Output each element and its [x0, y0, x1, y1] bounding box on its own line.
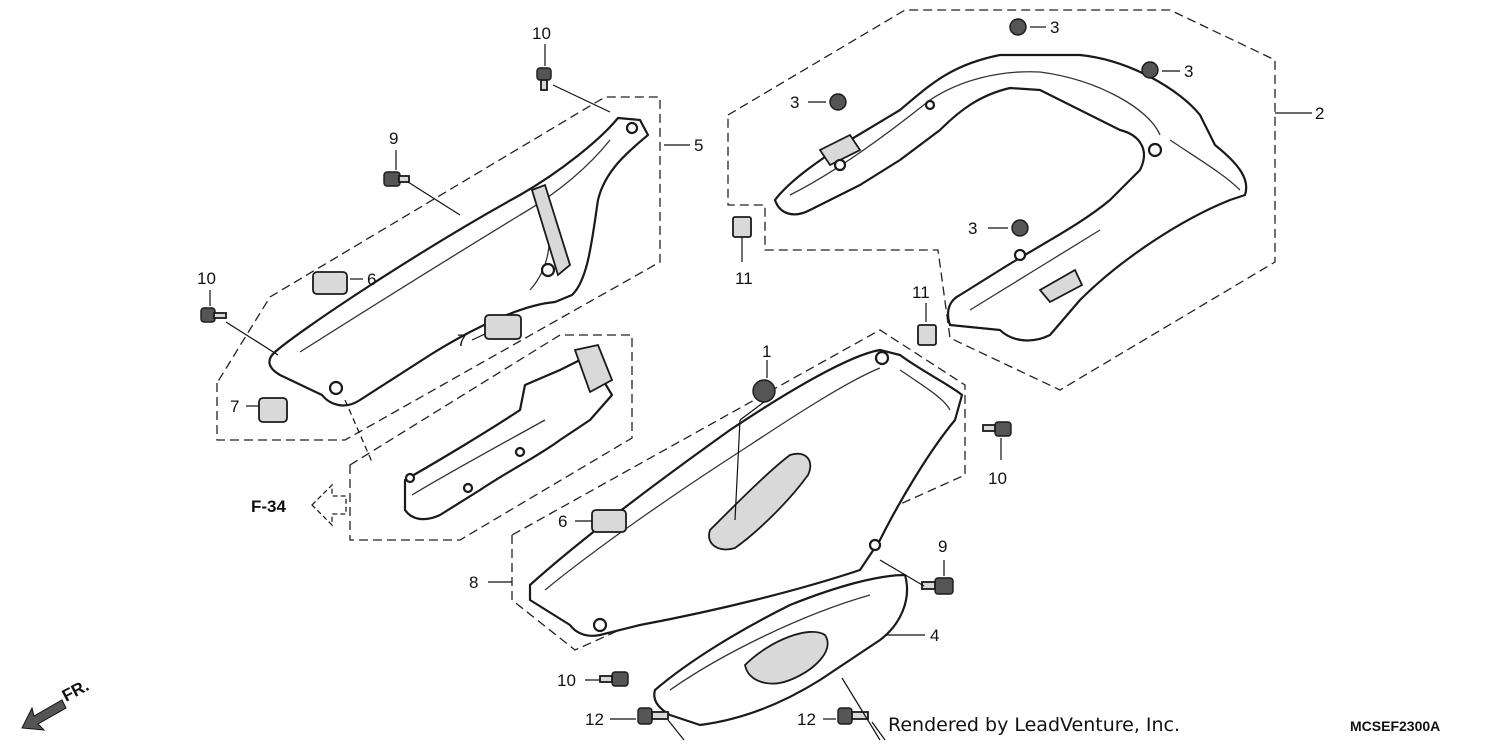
- callout-3: 3: [790, 93, 799, 112]
- callout-12: 12: [585, 710, 604, 729]
- part-4-lower-cover: [653, 573, 909, 727]
- callout-10: 10: [197, 269, 216, 288]
- part-8-right-side-cover: [528, 348, 964, 637]
- part-2-rear-cowl: [773, 53, 1248, 342]
- callout-10: 10: [988, 469, 1007, 488]
- front-label: FR.: [59, 676, 92, 706]
- callout-7: 7: [230, 397, 239, 416]
- callout-3: 3: [1184, 62, 1193, 81]
- reference-label: F-34: [251, 497, 287, 516]
- front-arrow-icon: [21, 699, 67, 731]
- group-outline-rear-cowl: [727, 9, 1276, 391]
- callout-12: 12: [797, 710, 816, 729]
- callout-6: 6: [367, 270, 376, 289]
- reference-arrow-icon: [311, 483, 347, 527]
- callout-numbers: 1 2 3 3 3 3 4 5 6 6 7 7 8 9 9 10 10 10 1…: [197, 18, 1324, 729]
- callout-2: 2: [1315, 104, 1324, 123]
- callout-1: 1: [762, 342, 771, 361]
- callout-9: 9: [389, 129, 398, 148]
- group-outline-right-cover: [511, 329, 966, 651]
- part-5-left-side-cover: [268, 116, 650, 407]
- group-outline-left-cover: [216, 96, 661, 441]
- callout-5: 5: [694, 136, 703, 155]
- fasteners: [200, 18, 1159, 725]
- callout-11: 11: [912, 283, 930, 302]
- undertray-bracket: [403, 343, 614, 521]
- leader-lines: [209, 26, 1312, 741]
- callout-7: 7: [457, 331, 466, 350]
- callout-6: 6: [558, 512, 567, 531]
- diagram-code: MCSEF2300A: [1350, 718, 1440, 734]
- callout-10: 10: [557, 671, 576, 690]
- front-direction-indicator: FR.: [21, 676, 92, 731]
- callout-3: 3: [968, 219, 977, 238]
- callout-8: 8: [469, 573, 478, 592]
- group-outline-undertray: [349, 334, 633, 541]
- callout-11: 11: [735, 269, 753, 288]
- callout-9: 9: [938, 537, 947, 556]
- credit-text: Rendered by LeadVenture, Inc.: [888, 714, 1180, 736]
- callout-3: 3: [1050, 18, 1059, 37]
- callout-4: 4: [930, 626, 939, 645]
- callout-10: 10: [532, 24, 551, 43]
- reference-link[interactable]: F-34: [251, 483, 347, 527]
